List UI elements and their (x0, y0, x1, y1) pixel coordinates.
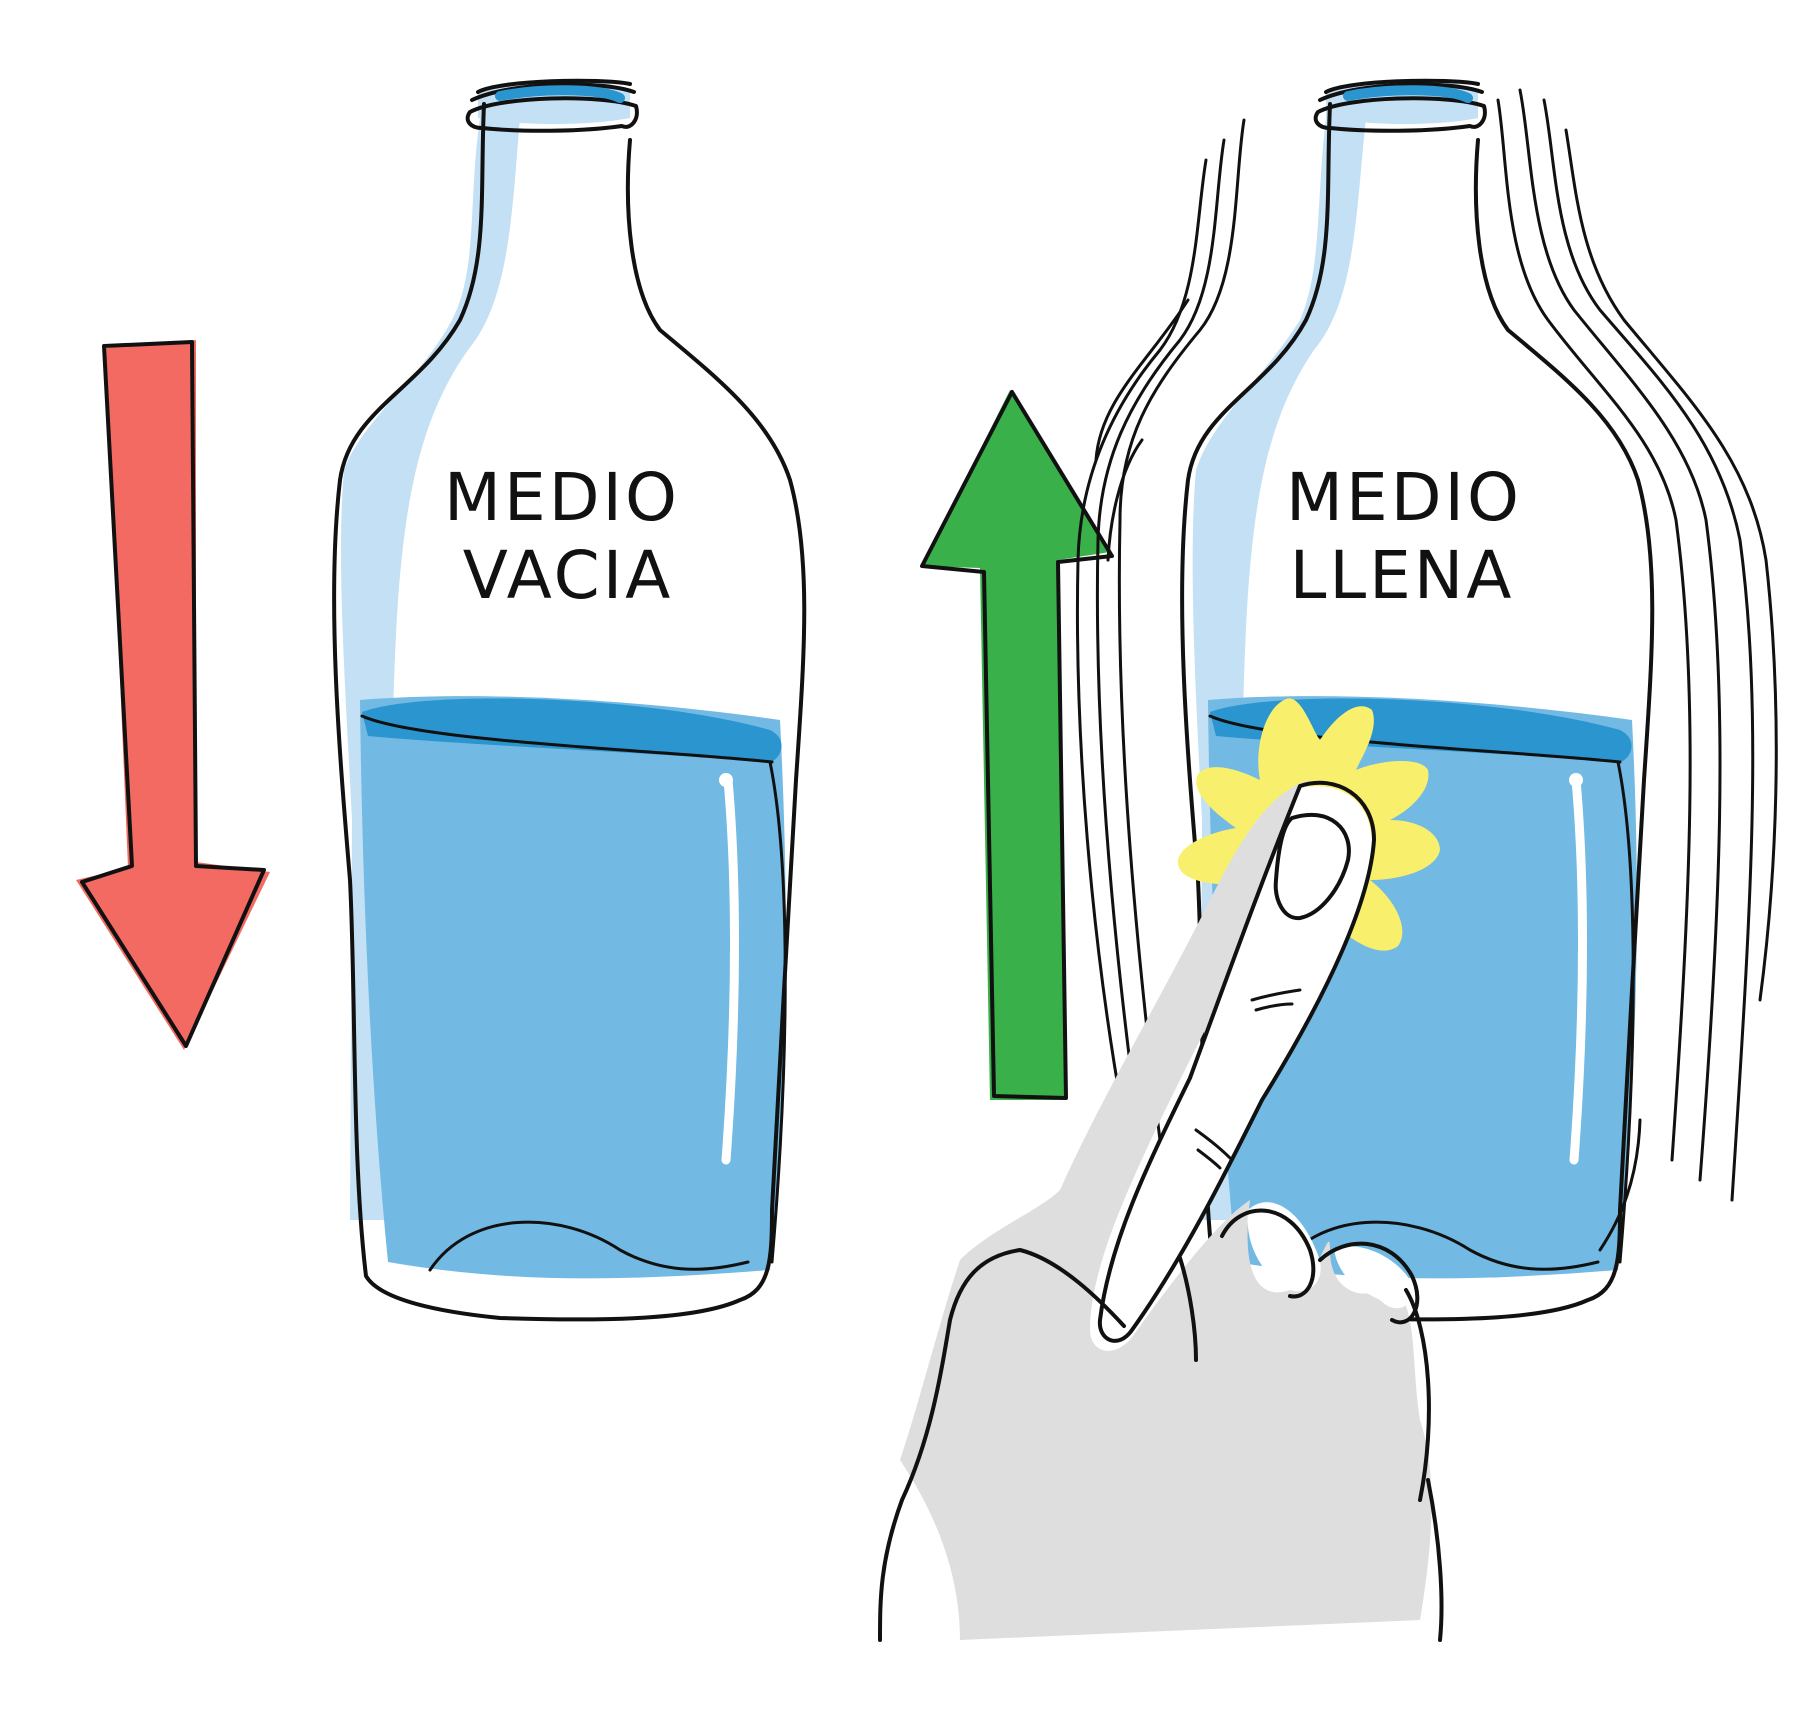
water-surface-right (1210, 698, 1632, 762)
arrow-up-icon (920, 390, 1114, 1100)
right-bottle-label-line1: MEDIO (1286, 459, 1522, 536)
right-bottle-label-line2: LLENA (1290, 537, 1515, 614)
arrow-down-icon (76, 340, 270, 1050)
water-surface-left (362, 698, 782, 762)
left-bottle-label-line1: MEDIO (444, 459, 680, 536)
bottle-half-empty: MEDIO VACIA (332, 78, 807, 1322)
left-bottle-label-line2: VACIA (463, 537, 674, 614)
pointing-hand-icon (878, 780, 1444, 1642)
bottle-half-full: MEDIO LLENA (1180, 78, 1655, 1322)
vibration-lines-icon (1075, 88, 1778, 1252)
water-left (360, 696, 786, 1279)
